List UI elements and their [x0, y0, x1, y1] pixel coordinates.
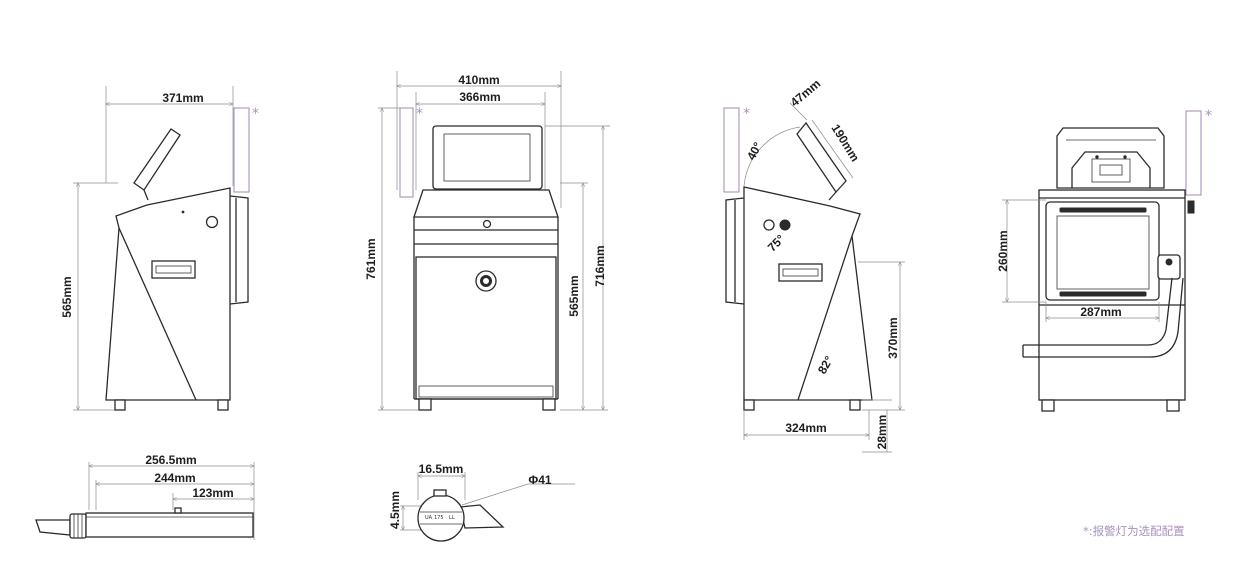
- beacon-footnote: *:报警灯为选配配置: [1083, 524, 1185, 538]
- front-height-label: 716mm: [593, 245, 607, 286]
- rear-panel: [1045, 201, 1160, 301]
- angle-depth-label: 324mm: [785, 421, 826, 435]
- alarm-beacon: [1185, 110, 1202, 196]
- screen-panel: [133, 128, 181, 191]
- alarm-beacon: [233, 107, 250, 193]
- printhead-total-length-label: 256.5mm: [145, 453, 196, 467]
- beacon-mark: *: [1205, 108, 1212, 124]
- screen-back: [1056, 127, 1165, 189]
- printhead-body-length-label: 244mm: [154, 471, 195, 485]
- printhead-side-view: 256.5mm 244mm 123mm: [35, 453, 254, 540]
- side-width-label: 371mm: [162, 91, 203, 105]
- angle-foot-label: 28mm: [875, 415, 889, 450]
- svg-text:UA: UA: [425, 515, 433, 521]
- svg-text:LL: LL: [449, 515, 455, 521]
- printhead-cable: [1023, 277, 1173, 346]
- svg-text:175: 175: [434, 515, 444, 521]
- rear-view: * 260mm 287mm: [996, 108, 1212, 412]
- side-handle: [151, 260, 196, 279]
- front-total-height-label: 761mm: [364, 238, 378, 279]
- angle-height-label: 370mm: [886, 317, 900, 358]
- side-height-label: 565mm: [60, 276, 74, 317]
- side-handle: [778, 263, 823, 282]
- screen-length-label: 190mm: [828, 122, 862, 165]
- printhead-end-width-label: 16.5mm: [419, 462, 464, 476]
- printhead-tip-length-label: 123mm: [192, 486, 233, 500]
- front-view: * 410mm 366mm 761mm 565mm 716mm: [364, 71, 610, 411]
- front-inner-width-label: 366mm: [459, 90, 500, 104]
- side-view: * 371mm 565mm: [60, 86, 259, 411]
- cabinet-body: [105, 187, 231, 401]
- beacon-mark: *: [416, 106, 423, 122]
- touch-screen: [432, 125, 543, 190]
- front-body-height-label: 565mm: [567, 275, 581, 316]
- alarm-beacon: [723, 107, 740, 193]
- rear-door-width-label: 287mm: [1080, 305, 1121, 319]
- printhead-end-height-label: 4.5mm: [388, 491, 402, 529]
- beacon-mark: *: [252, 106, 259, 122]
- rear-door-height-label: 260mm: [996, 230, 1010, 271]
- printhead-end-view: UA 175 LL 16.5mm 4.5mm Φ41: [388, 462, 575, 542]
- screen-panel: [796, 121, 847, 194]
- front-outer-width-label: 410mm: [458, 73, 499, 87]
- screen-tilt-label: 40°: [744, 140, 765, 163]
- screen-thickness-label: 47mm: [788, 76, 824, 109]
- beacon-mark: *: [743, 106, 750, 122]
- angle-view: * 47mm 190mm: [723, 76, 905, 453]
- printhead-diameter-label: Φ41: [528, 473, 552, 487]
- alarm-beacon: [399, 107, 414, 198]
